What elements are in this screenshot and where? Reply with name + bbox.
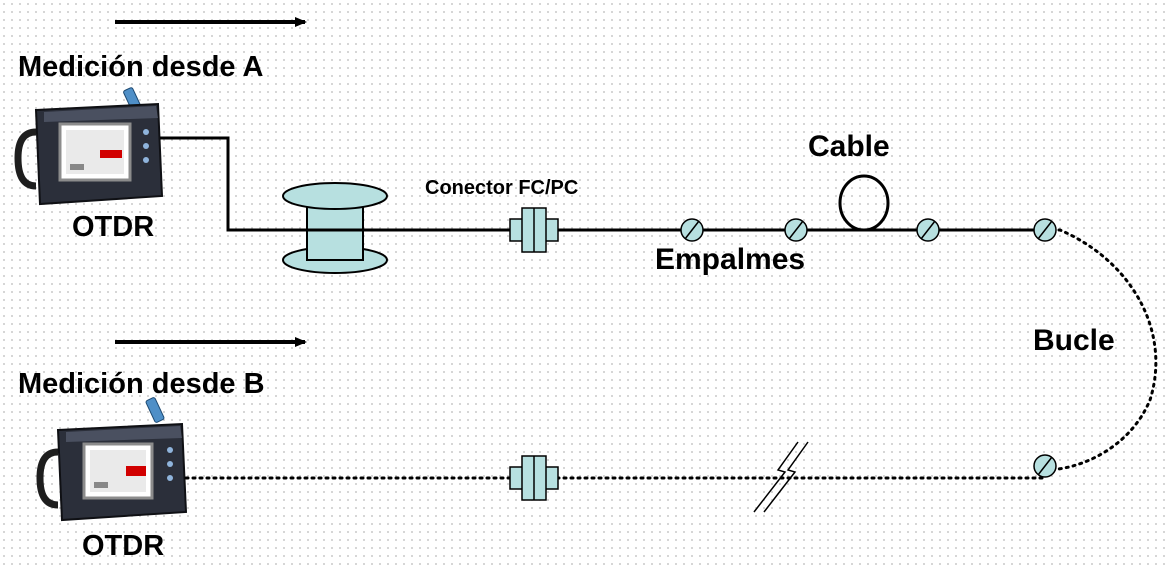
splice-5-icon bbox=[1033, 454, 1057, 478]
otdr-device-b-icon bbox=[36, 397, 188, 522]
cable-label: Cable bbox=[808, 130, 890, 163]
connector-b-icon bbox=[509, 455, 559, 501]
splice-3-icon bbox=[916, 218, 940, 242]
otdr-a-label: OTDR bbox=[72, 211, 154, 243]
measure-b-label: Medición desde B bbox=[18, 368, 265, 400]
fiber-loop bbox=[1043, 228, 1158, 472]
cable-coil-icon bbox=[838, 174, 890, 232]
splice-4-icon bbox=[1033, 218, 1057, 242]
fiber-line-a bbox=[160, 136, 1045, 232]
splice-2-icon bbox=[784, 218, 808, 242]
fiber-spool-icon bbox=[282, 182, 388, 274]
connector-label: Conector FC/PC bbox=[425, 177, 578, 199]
measure-a-label: Medición desde A bbox=[18, 51, 264, 83]
otdr-b-label: OTDR bbox=[82, 530, 164, 562]
line-break-icon bbox=[753, 441, 809, 513]
loop-label: Bucle bbox=[1033, 324, 1115, 357]
connector-fc-pc-icon bbox=[509, 207, 559, 253]
splices-label: Empalmes bbox=[655, 243, 805, 276]
otdr-device-a-icon bbox=[14, 87, 164, 206]
splice-1-icon bbox=[680, 218, 704, 242]
